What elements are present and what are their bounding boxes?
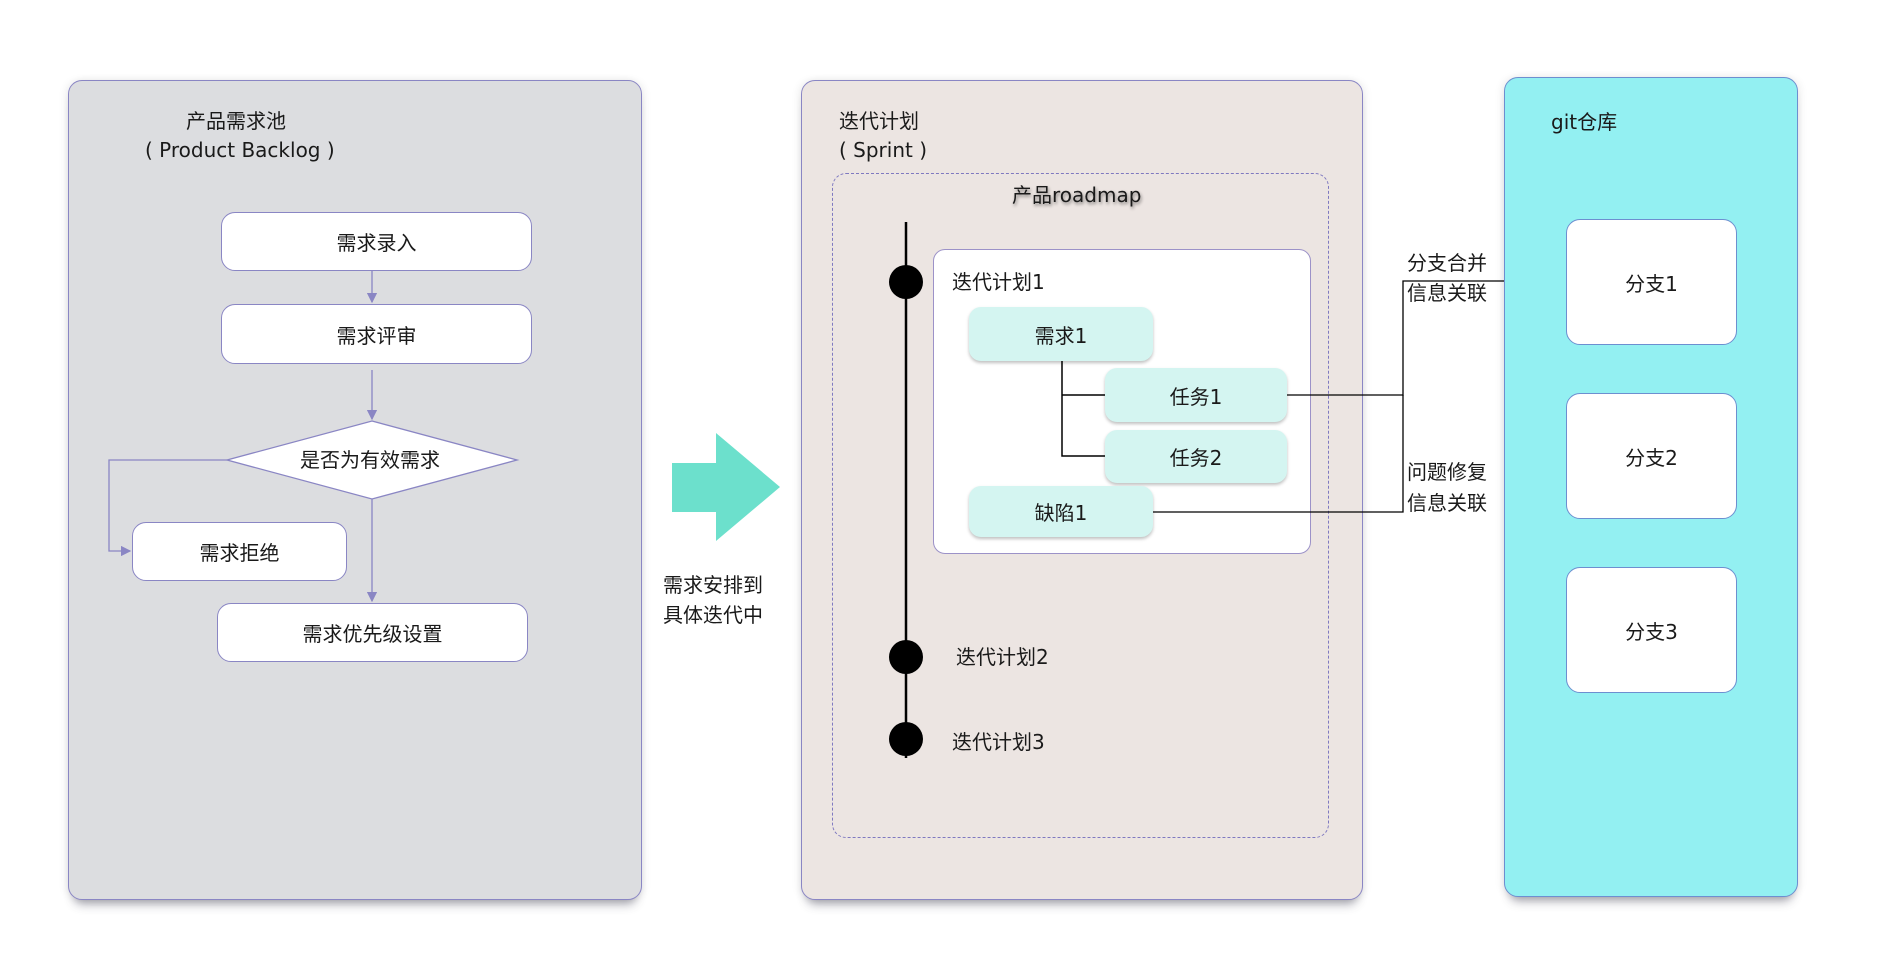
iteration-1-label: 迭代计划1 [952, 270, 1045, 294]
timeline-dot-1[interactable] [889, 265, 923, 299]
branch-label: 分支1 [1625, 271, 1678, 296]
requirement-1[interactable]: 需求1 [969, 307, 1153, 361]
step-requirement-review[interactable]: 需求评审 [221, 304, 532, 364]
branch-3[interactable]: 分支3 [1566, 567, 1737, 693]
item-label: 缺陷1 [1034, 501, 1088, 525]
iteration-3-label[interactable]: 迭代计划3 [952, 730, 1045, 754]
step-requirement-entry[interactable]: 需求录入 [221, 212, 532, 271]
branch-label: 分支3 [1625, 619, 1678, 644]
branch-label: 分支2 [1625, 445, 1678, 470]
transfer-label-line2: 具体迭代中 [663, 603, 763, 627]
step-label: 需求优先级设置 [302, 622, 443, 646]
task-1[interactable]: 任务1 [1105, 368, 1287, 422]
step-priority-setting[interactable]: 需求优先级设置 [217, 603, 528, 662]
timeline-dot-3[interactable] [889, 722, 923, 756]
backlog-title: 产品需求池 [186, 109, 286, 133]
item-label: 任务2 [1169, 446, 1223, 470]
merge-label-line2: 信息关联 [1407, 281, 1487, 305]
iteration-2-label[interactable]: 迭代计划2 [956, 645, 1049, 669]
roadmap-container [832, 173, 1329, 838]
step-requirement-reject[interactable]: 需求拒绝 [132, 522, 347, 581]
arrow-decision-to-reject [108, 459, 227, 557]
item-label: 任务1 [1169, 384, 1223, 409]
roadmap-title: 产品roadmap [1012, 183, 1142, 207]
defect1-to-fix-link [1153, 395, 1404, 513]
fix-label-line1: 问题修复 [1407, 460, 1487, 484]
backlog-subtitle: ( Product Backlog ) [145, 138, 335, 162]
requirement-task-branch [1061, 361, 1105, 457]
task-2[interactable]: 任务2 [1105, 430, 1287, 483]
transfer-label-line1: 需求安排到 [663, 573, 763, 597]
timeline-dot-2[interactable] [889, 640, 923, 674]
sprint-subtitle: ( Sprint ) [839, 138, 928, 162]
step-label: 需求评审 [336, 323, 417, 348]
task1-to-branch1-link [1287, 280, 1566, 396]
branch-1[interactable]: 分支1 [1566, 219, 1737, 345]
step-label: 需求拒绝 [199, 541, 280, 565]
branch-2[interactable]: 分支2 [1566, 393, 1737, 519]
decision-label: 是否为有效需求 [300, 448, 440, 472]
sprint-title: 迭代计划 [839, 109, 919, 133]
fix-label-line2: 信息关联 [1407, 491, 1487, 515]
merge-label-line1: 分支合并 [1407, 251, 1487, 275]
step-label: 需求录入 [336, 231, 417, 255]
defect-1[interactable]: 缺陷1 [969, 486, 1153, 537]
item-label: 需求1 [1034, 323, 1088, 348]
git-title: git仓库 [1551, 110, 1618, 134]
